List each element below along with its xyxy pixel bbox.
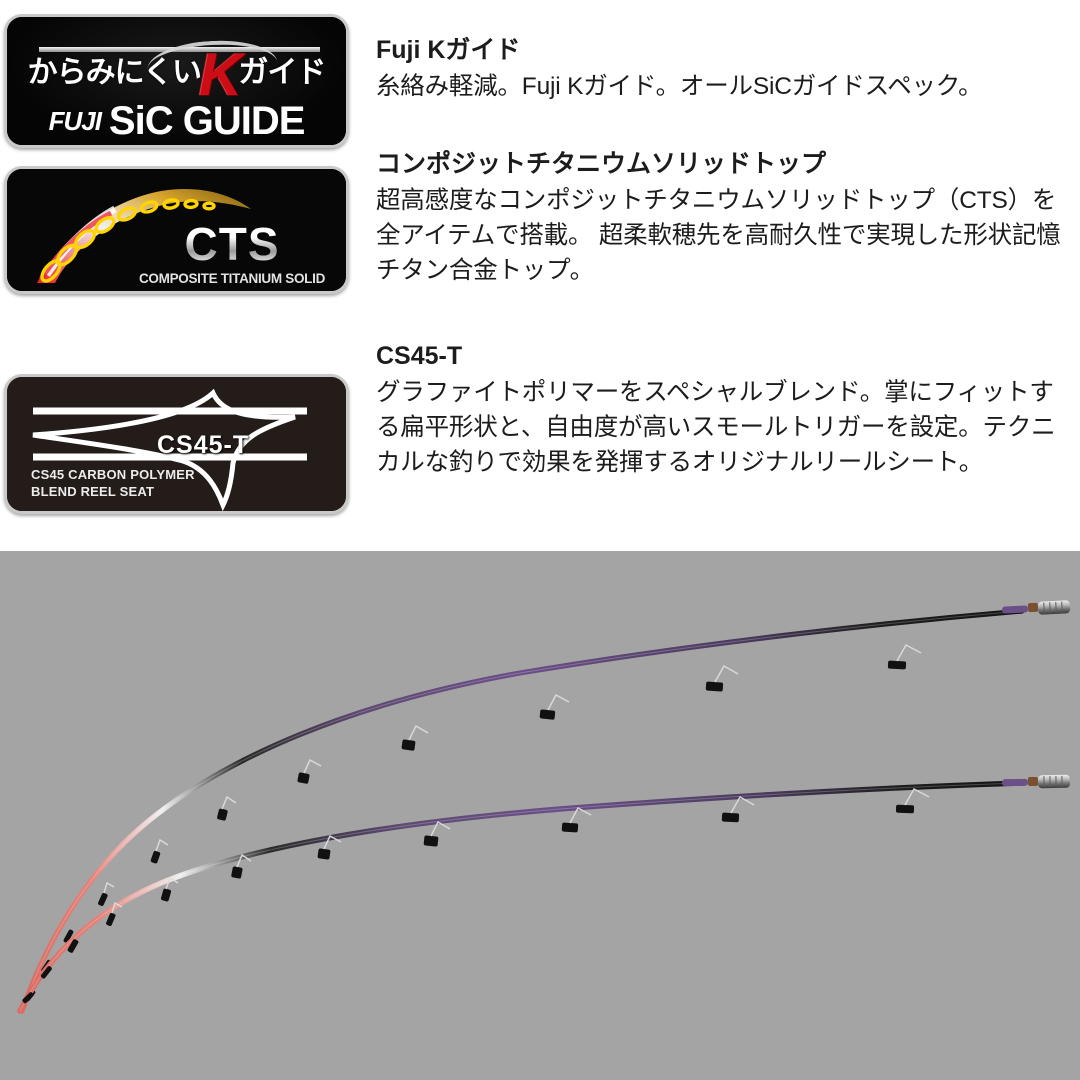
- k-guide-jp-left: からみにくい: [27, 56, 202, 89]
- reel-seat-illustration: [32, 388, 307, 511]
- feature-title: コンポジットチタニウムソリッドトップ: [376, 150, 827, 178]
- badge-background: CS45-T CS45 CARBON POLYMER BLEND REEL SE…: [7, 377, 346, 511]
- rod-butt-173mh: [1002, 774, 1071, 789]
- badge-fuji-k-guide: からみにくい K ガイド FUJI SiC GUIDE: [4, 14, 349, 148]
- cs45-t-subtitle-line1: CS45 CARBON POLYMER: [31, 467, 195, 482]
- rod-action-curve-panel: 175M 30号 173MH 30号 アルファソニック カワハギ アクションカー…: [0, 551, 1080, 1080]
- feature-text-cs45-t: CS45-T グラファイトポリマーをスペシャルブレンド。掌にフィットする扁平形状…: [376, 340, 1076, 480]
- rod-175m: [19, 600, 1071, 1014]
- badge-rule: [39, 47, 320, 52]
- badge-cs45-t: CS45-T CS45 CARBON POLYMER BLEND REEL SE…: [4, 374, 349, 514]
- feature-text-fuji-k-guide: Fuji Kガイド 糸絡み軽減。Fuji Kガイド。オールSiCガイドスペック。: [376, 34, 1076, 105]
- cs45-t-wordmark: CS45-T: [157, 431, 250, 459]
- rod-173mh: [17, 774, 1071, 1014]
- k-guide-jp-right: ガイド: [238, 56, 326, 89]
- badge-background: CTS COMPOSITE TITANIUM SOLID: [7, 169, 346, 291]
- cts-subtitle: COMPOSITE TITANIUM SOLID: [138, 271, 326, 286]
- cts-wordmark: CTS: [132, 221, 332, 267]
- rod-butt-175m: [1002, 600, 1071, 615]
- k-letter-icon: K: [199, 41, 243, 108]
- badge-headline-row: からみにくい K ガイド: [7, 41, 346, 108]
- titanium-rod-tip-illustration: [37, 189, 251, 283]
- rod-curve-illustration: [17, 600, 1071, 1014]
- fuji-wordmark: FUJI: [48, 105, 102, 136]
- cs45-t-subtitle-line2: BLEND REEL SEAT: [31, 483, 155, 499]
- feature-body: グラファイトポリマーをスペシャルブレンド。掌にフィットする扁平形状と、自由度が高…: [376, 379, 1056, 476]
- sic-guide-wordmark: SiC GUIDE: [108, 99, 305, 143]
- feature-title: CS45-T: [376, 342, 463, 370]
- feature-section: からみにくい K ガイド FUJI SiC GUIDE: [4, 14, 1076, 514]
- feature-text-cts: コンポジットチタニウムソリッドトップ 超高感度なコンポジットチタニウムソリッドト…: [376, 148, 1076, 288]
- badge-background: からみにくい K ガイド FUJI SiC GUIDE: [7, 17, 346, 145]
- badge-cts: CTS COMPOSITE TITANIUM SOLID: [4, 166, 349, 294]
- badge-brand-row: FUJI SiC GUIDE: [7, 97, 346, 145]
- cs45-t-subtitle: CS45 CARBON POLYMER BLEND REEL SEAT: [31, 467, 195, 500]
- feature-title: Fuji Kガイド: [376, 36, 521, 64]
- feature-body: 糸絡み軽減。Fuji Kガイド。オールSiCガイドスペック。: [376, 73, 983, 100]
- feature-body: 超高感度なコンポジットチタニウムソリッドトップ（CTS）を全アイテムで搭載。 超…: [376, 187, 1061, 284]
- cts-text-block: CTS COMPOSITE TITANIUM SOLID: [132, 221, 332, 286]
